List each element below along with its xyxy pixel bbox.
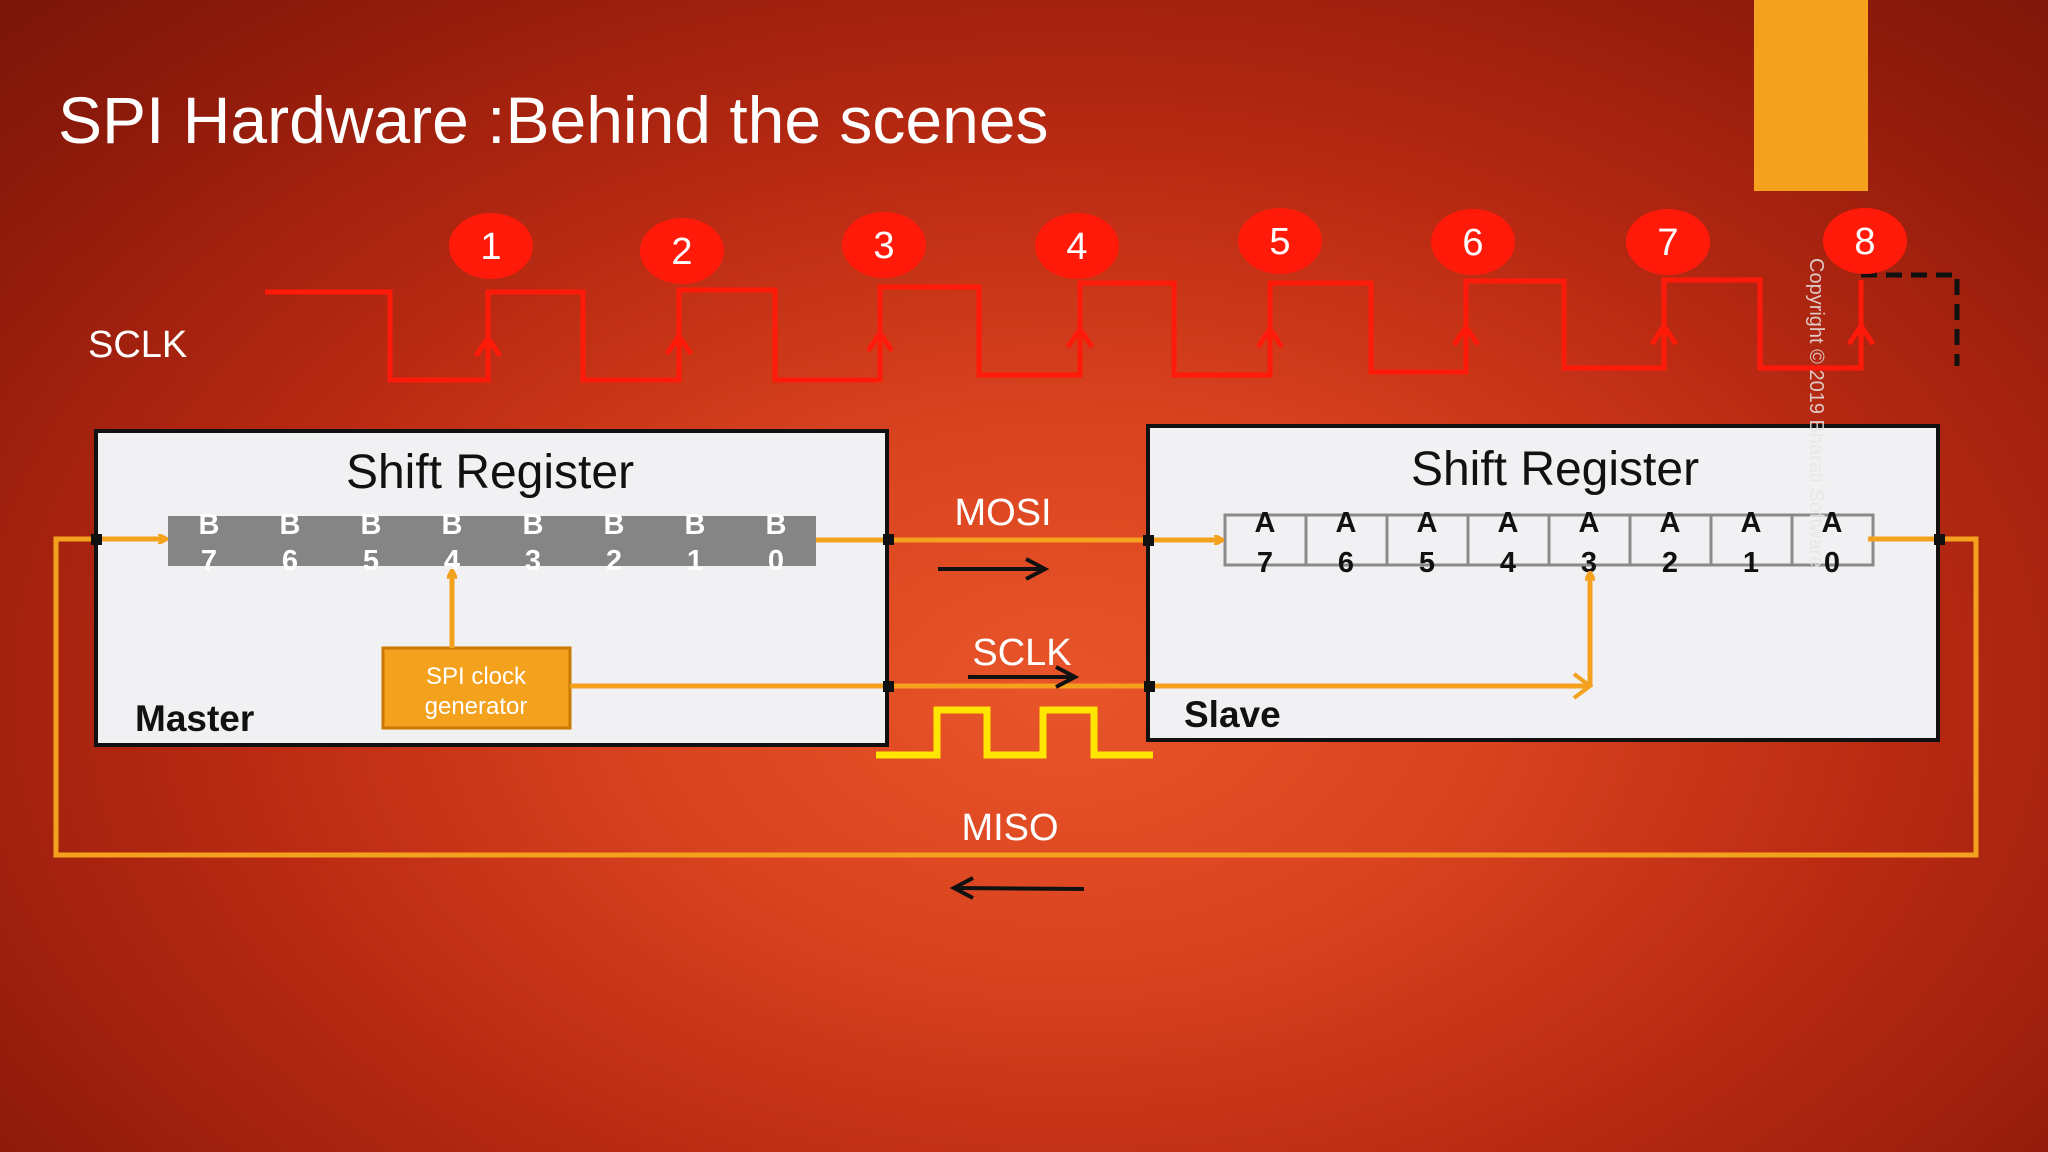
slave-bit-cell [1223,513,1308,567]
slave-register-heading: Shift Register [1411,443,1699,496]
master-bit-letter: B [361,509,382,541]
rising-edge-arrow [1065,324,1095,349]
yellow-clock-pulses [876,706,1153,759]
master-label: Master [135,698,254,739]
master-bit-letter: B [766,509,787,541]
rising-edge-arrows [473,321,1876,358]
clock-generator-line2: generator [425,693,528,720]
clock-bubble [842,212,926,278]
slave-bit-letter: A [1417,507,1438,539]
rising-edge-arrow [1255,324,1285,349]
copyright-watermark: Copyright © 2019 Bharati Software [1805,258,1827,567]
master-bit-letter: B [604,509,625,541]
clock-number-bubbles: 1 2 3 4 5 6 7 8 [449,208,1907,284]
master-bit-index: 1 [687,545,703,577]
slave-bit-letter: A [1822,507,1843,539]
rising-edge-arrow [1649,321,1679,346]
master-bit-index: 7 [201,545,217,577]
rising-edge-arrow [1846,321,1876,346]
sclk-dashed-continuation [1861,272,1960,366]
clock-number: 6 [1462,222,1483,264]
slave-bit-cell [1628,513,1713,567]
clock-number: 5 [1269,221,1290,263]
clock-bubble [1035,213,1119,279]
slave-label: Slave [1184,694,1281,735]
slave-bit-index: 4 [1500,547,1516,579]
slave-bit-index: 1 [1743,547,1759,579]
mosi-label: MOSI [954,492,1051,534]
clock-number: 7 [1657,222,1678,264]
slave-bit-letter: A [1498,507,1519,539]
master-bit-letter: B [523,509,544,541]
slave-bit-index: 5 [1419,547,1435,579]
slave-bit-index: 2 [1662,547,1678,579]
clock-number: 3 [873,225,894,267]
sclk-wave-label: SCLK [88,324,187,366]
slave-mosi-port [1143,535,1154,546]
master-bit-index: 3 [525,545,541,577]
clock-number: 2 [671,231,692,273]
rising-edge-arrow [664,331,694,356]
slave-sclk-port [1144,681,1155,692]
master-bit-letter: B [280,509,301,541]
slave-bit-index: 6 [1338,547,1354,579]
slave-bit-cell [1385,513,1470,567]
clock-number: 4 [1066,226,1087,268]
slave-bit-index: 0 [1824,547,1840,579]
slave-bit-letter: A [1255,507,1276,539]
rising-edge-arrow [1451,322,1481,347]
master-miso-port [91,534,102,545]
slave-bit-index: 7 [1257,547,1273,579]
rising-edge-arrow [473,333,503,358]
master-bit-letter: B [199,509,220,541]
clock-bubble [1626,209,1710,275]
rising-edge-arrow [865,328,895,353]
master-mosi-port [883,534,894,545]
master-bit-index: 2 [606,545,622,577]
sclk-bus-label: SCLK [972,632,1071,674]
master-bit-letter: B [685,509,706,541]
master-bit-index: 6 [282,545,298,577]
clock-bubble [449,213,533,279]
clock-number: 1 [480,226,501,268]
accent-bar [1754,0,1868,191]
clock-bubble [1823,208,1907,274]
clock-number: 8 [1854,221,1875,263]
slave-bit-letter: A [1336,507,1357,539]
miso-label: MISO [961,807,1058,849]
clock-bubble [1238,208,1322,274]
master-bit-letter: B [442,509,463,541]
slave-bit-letter: A [1579,507,1600,539]
slave-bit-letter: A [1660,507,1681,539]
slave-bit-cell [1709,513,1794,567]
master-bit-index: 0 [768,545,784,577]
master-sclk-port [883,681,894,692]
slave-miso-port [1934,534,1945,545]
clock-bubble [1431,209,1515,275]
clock-generator-line1: SPI clock [426,663,527,690]
slave-bit-letter: A [1741,507,1762,539]
clock-bubble [640,218,724,284]
slide-title: SPI Hardware :Behind the scenes [58,83,1049,157]
slave-bit-cell [1790,513,1875,567]
master-bit-index: 5 [363,545,379,577]
master-register-heading: Shift Register [346,446,634,499]
sclk-waveform [265,277,1864,383]
miso-direction-arrow [954,886,1085,891]
spi-clock-generator [381,646,572,730]
master-shift-register [168,516,816,566]
miso-loop [53,536,1979,858]
